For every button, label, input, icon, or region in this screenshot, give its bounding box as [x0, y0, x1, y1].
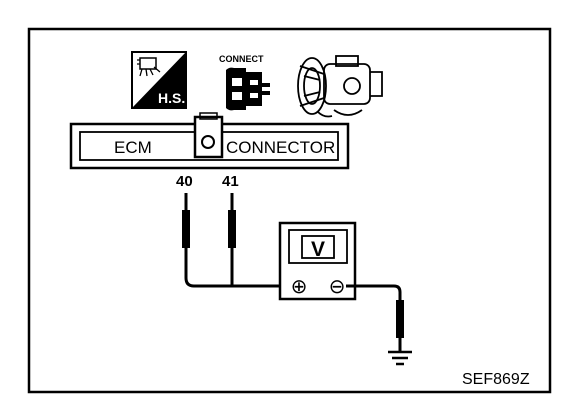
hs-tool-icon: H.S.	[131, 51, 187, 109]
positive-terminal-icon: ⊕	[291, 276, 308, 298]
ground-icon	[388, 350, 412, 366]
connector-left-label: ECM	[114, 138, 152, 157]
ground-lead	[346, 284, 404, 352]
terminal-label-41: 41	[222, 173, 239, 190]
negative-terminal-icon: ⊖	[329, 276, 346, 298]
terminal-label-40: 40	[176, 173, 193, 190]
connector-lock-icon	[201, 135, 215, 149]
engine-icon	[297, 55, 383, 118]
connect-icon: CONNECT	[219, 54, 270, 111]
connect-label: CONNECT	[219, 54, 264, 64]
connector-right-label: CONNECTOR	[226, 138, 335, 157]
probe-41	[228, 193, 236, 286]
probe-40	[182, 193, 290, 288]
hs-label: H.S.	[158, 90, 185, 106]
diagram-frame	[27, 27, 552, 394]
figure-code: SEF869Z	[462, 371, 530, 388]
voltmeter-symbol: V	[311, 238, 325, 261]
ecm-connector: ECM CONNECTOR	[69, 112, 350, 170]
voltmeter: V ⊕ ⊖	[278, 221, 357, 301]
